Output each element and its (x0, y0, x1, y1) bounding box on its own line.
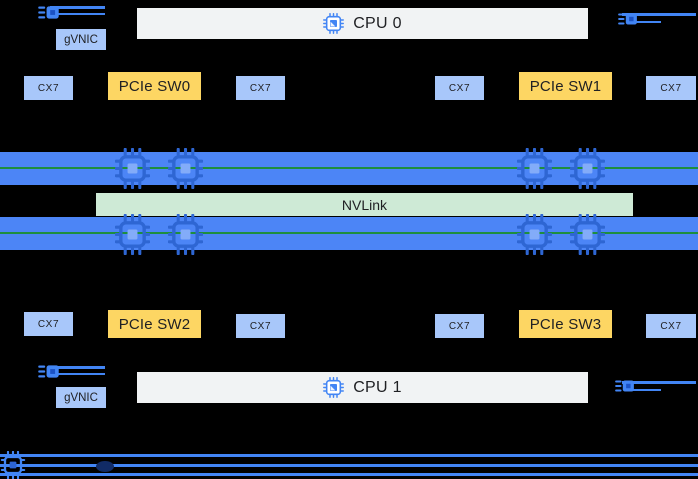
gvnic-top-label: gVNIC (64, 33, 98, 46)
bottom-rail-line-3 (0, 473, 698, 476)
bottom-rail-line-1 (0, 454, 698, 457)
cpu1-box: CPU 1 (137, 372, 588, 403)
cpu-chip-icon (323, 13, 344, 34)
pcie-sw0-box: PCIe SW0 (108, 72, 201, 100)
pcie-sw3-box: PCIe SW3 (519, 310, 612, 338)
cpu-chip-icon (323, 377, 344, 398)
bottom-rail-line-2 (0, 464, 698, 467)
cx7-top-1: CX7 (24, 76, 73, 100)
nic-chip-icon (0, 451, 28, 479)
cpu0-label: CPU 0 (353, 14, 402, 32)
bottom-left-link-line (50, 366, 105, 369)
gpu-chip-icon (115, 214, 150, 255)
gvnic-top-box: gVNIC (56, 29, 106, 50)
gpu-chip-icon (168, 214, 203, 255)
cx7-label: CX7 (448, 82, 471, 94)
cx7-bottom-1: CX7 (24, 312, 73, 336)
gvnic-bottom-label: gVNIC (64, 391, 98, 404)
pcie-sw2-box: PCIe SW2 (108, 310, 201, 338)
cx7-bottom-3: CX7 (435, 314, 484, 338)
cx7-label: CX7 (249, 82, 272, 94)
cx7-label: CX7 (448, 320, 471, 332)
gpu-chip-icon (517, 214, 552, 255)
bottom-left-link-line-2 (58, 373, 105, 375)
cx7-top-4: CX7 (646, 76, 696, 100)
gpu-chip-icon (168, 148, 203, 189)
pcie-sw1-box: PCIe SW1 (519, 72, 612, 100)
pcie-sw3-label: PCIe SW3 (529, 315, 602, 333)
pcie-sw0-label: PCIe SW0 (118, 77, 191, 95)
nvlink-trace-bottom (0, 232, 698, 234)
gvnic-bottom-box: gVNIC (56, 387, 106, 408)
top-right-link-line (622, 13, 696, 16)
bottom-right-network-port-icon (615, 378, 635, 394)
cx7-bottom-4: CX7 (646, 314, 696, 338)
gpu-chip-icon (115, 148, 150, 189)
cx7-label: CX7 (37, 318, 60, 330)
bottom-right-link-line-2 (628, 389, 661, 391)
cx7-label: CX7 (660, 82, 682, 94)
cx7-label: CX7 (249, 320, 272, 332)
gpu-chip-icon (517, 148, 552, 189)
cpu0-box: CPU 0 (137, 8, 588, 39)
pcie-sw1-label: PCIe SW1 (529, 77, 602, 95)
nvlink-bar: NVLink (96, 193, 633, 216)
cx7-top-3: CX7 (435, 76, 484, 100)
top-left-link-line (50, 6, 105, 9)
nvlink-trace-top (0, 167, 698, 169)
cx7-bottom-2: CX7 (236, 314, 285, 338)
top-right-network-port-icon (618, 11, 638, 27)
top-right-link-line-2 (628, 21, 661, 23)
top-left-link-line-2 (58, 13, 105, 15)
nvlink-label: NVLink (341, 196, 388, 213)
cpu1-label: CPU 1 (353, 378, 402, 396)
cx7-label: CX7 (37, 82, 60, 94)
cx7-label: CX7 (660, 320, 682, 332)
gpu-chip-icon (570, 214, 605, 255)
pcie-sw2-label: PCIe SW2 (118, 315, 191, 333)
gpu-chip-icon (570, 148, 605, 189)
cx7-top-2: CX7 (236, 76, 285, 100)
bottom-rail-dot (96, 461, 114, 472)
bottom-right-link-line (622, 381, 696, 384)
